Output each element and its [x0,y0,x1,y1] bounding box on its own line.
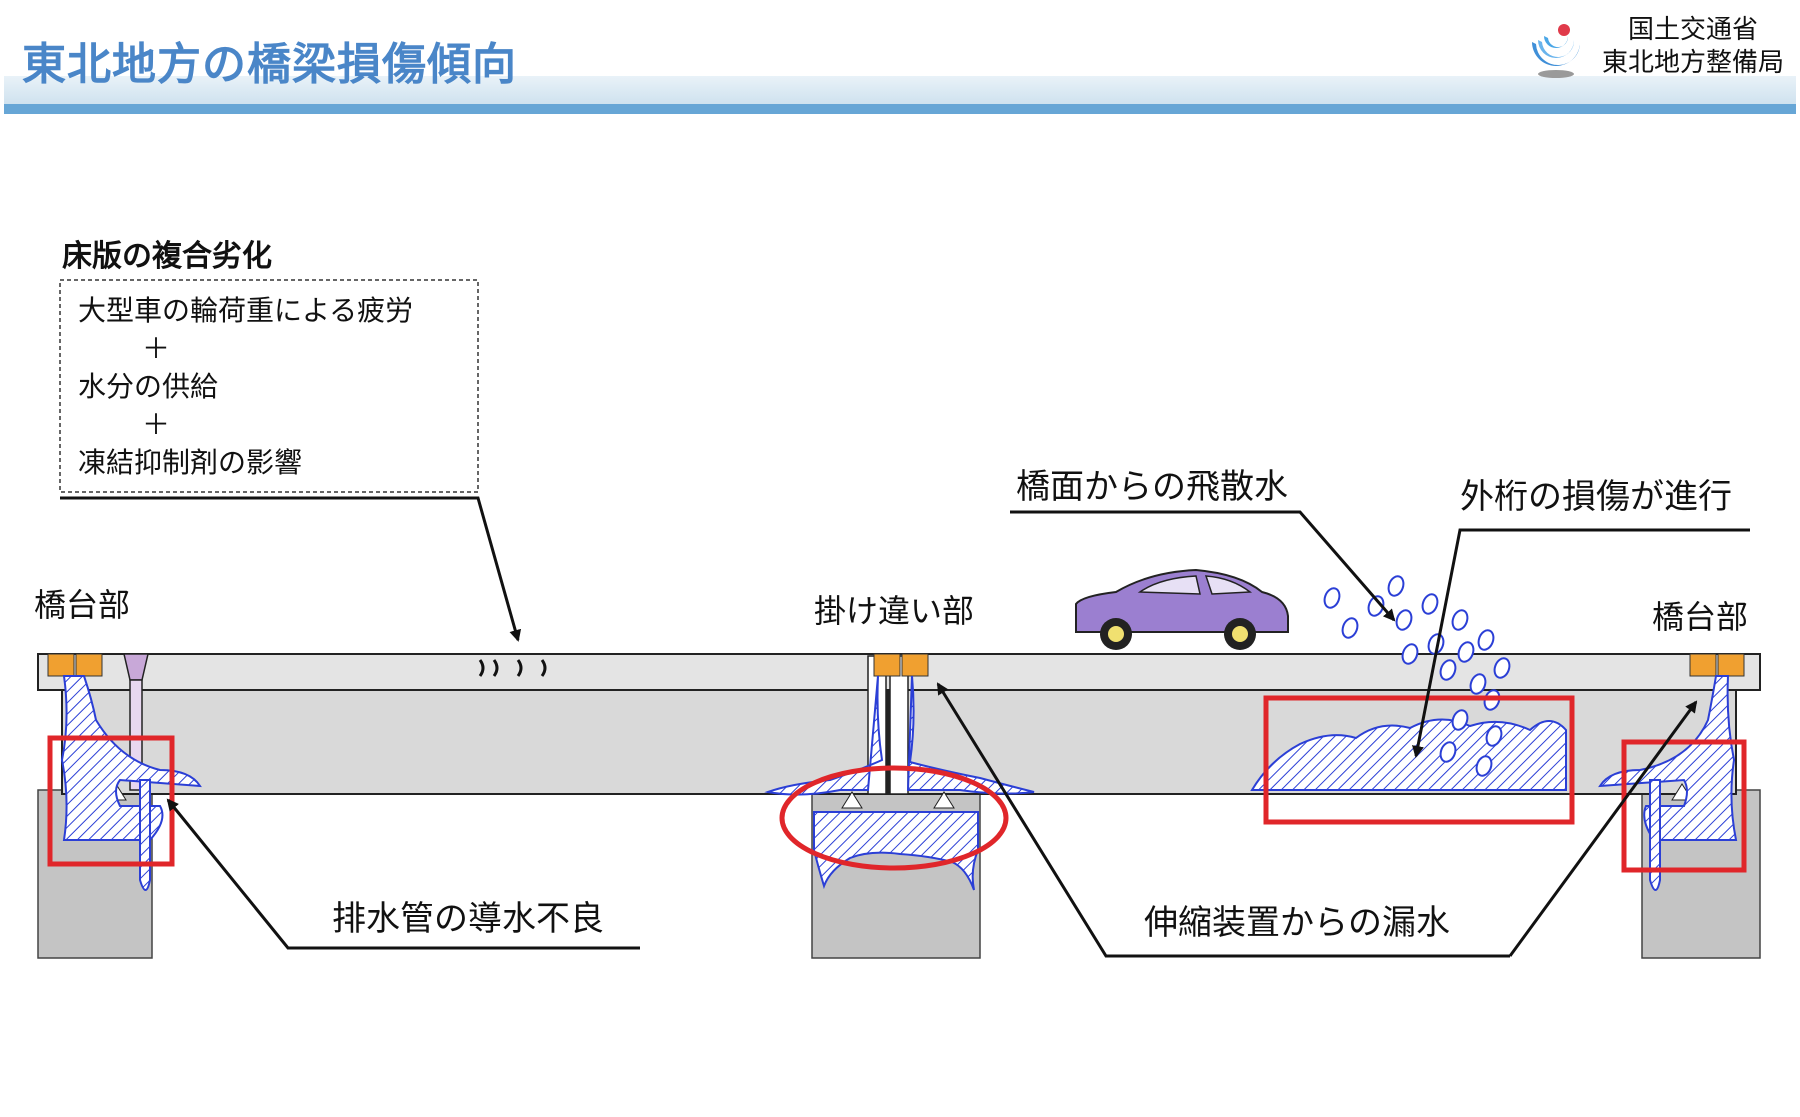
label-splash-water: 橋面からの飛散水 [1016,467,1288,507]
composite-title: 床版の複合劣化 [62,239,272,274]
page-title: 東北地方の橋梁損傷傾向 [22,39,517,90]
org-line-2: 東北地方整備局 [1601,48,1784,78]
composite-line-2: 水分の供給 [78,370,218,403]
header: 東北地方の橋梁損傷傾向 国土交通省 東北地方整備局 [0,0,1800,118]
label-hinge: 掛け違い部 [814,592,974,630]
bearings [47,653,1745,809]
bearing-pad [1717,653,1745,677]
label-drain-pipe: 排水管の導水不良 [332,899,604,939]
splash-arrow [1010,510,1396,622]
left-abutment-damage [60,675,202,841]
joint-leak-arrow-left [936,682,1510,958]
bearing-pad [75,653,103,677]
hinge-pier-damage [813,811,979,891]
composite-line-1: 大型車の輪荷重による疲労 [78,294,413,327]
composite-deterioration-panel: 床版の複合劣化 大型車の輪荷重による疲労 ＋ 水分の供給 ＋ 凍結抑制剤の影響 [59,239,522,642]
hinge-gap-right [889,655,909,795]
right-abutment-damage [1598,675,1738,841]
label-abutment-right: 橋台部 [1652,598,1748,636]
composite-plus-1: ＋ [142,332,170,365]
highlight-hinge [779,765,1009,871]
bearing-pad [901,653,929,677]
label-abutment-left: 橋台部 [34,586,130,624]
bearing-pad [1689,653,1717,677]
composite-plus-2: ＋ [142,408,170,441]
left-drip-damage [139,779,151,891]
title-underline [4,104,1796,114]
bearing-pad [47,653,75,677]
org-line-1: 国土交通省 [1627,15,1758,45]
composite-line-3: 凍結抑制剤の影響 [78,446,302,479]
title-band [4,76,1796,104]
mlit-logo-icon [1532,24,1581,78]
right-drip-damage [1649,779,1661,891]
bearing-pad [873,653,901,677]
highlight-right-abutment [1621,739,1747,873]
drain-arrow [166,798,640,950]
organization-name: 国土交通省 東北地方整備局 [1598,14,1788,80]
crack-icon [478,659,547,677]
bridge-damage-diagram: 床版の複合劣化 大型車の輪荷重による疲労 ＋ 水分の供給 ＋ 凍結抑制剤の影響 [34,239,1761,959]
joint-leak-arrow-right [1508,700,1698,957]
car-icon [1075,568,1289,650]
bearing-shoe [841,791,863,809]
leader-lines [166,510,1750,958]
damage-highlights [47,695,1747,873]
composite-leader-arrow [60,496,522,642]
hinge-right-damage [906,675,1035,795]
outer-girder-arrow [1412,528,1750,758]
hinge-left-damage [764,675,884,796]
highlight-outer-girder [1263,695,1575,825]
label-joint-leak: 伸縮装置からの漏水 [1144,903,1450,943]
bearing-shoe [933,791,955,809]
water-drop-icon [1323,575,1511,777]
label-outer-girder: 外桁の損傷が進行 [1460,477,1732,517]
